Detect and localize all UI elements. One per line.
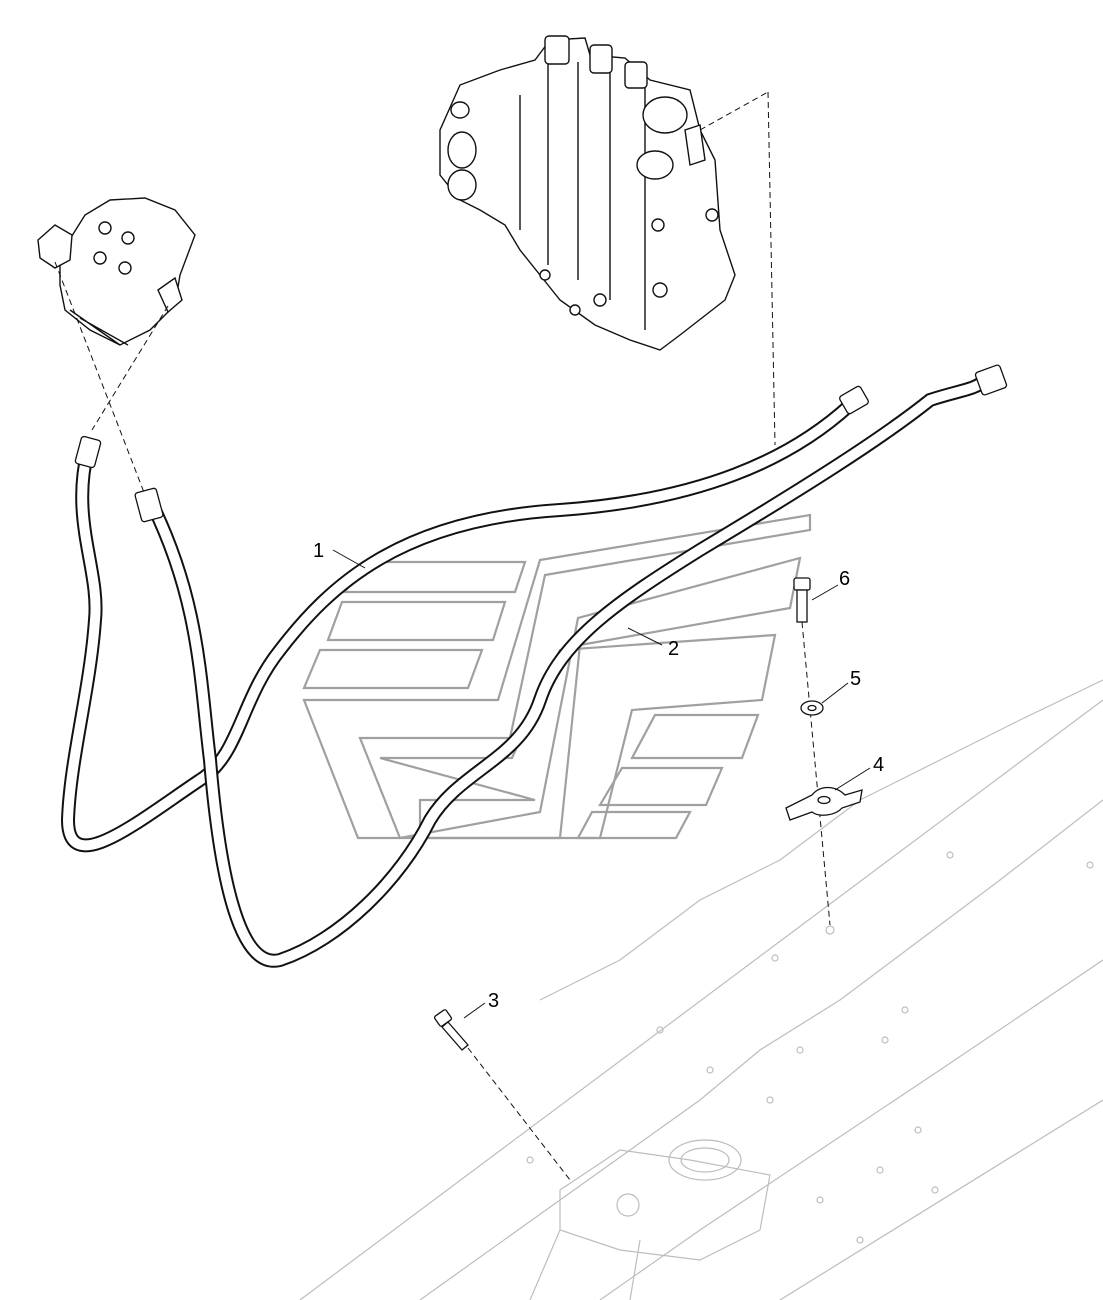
frame-icon bbox=[299, 679, 1103, 1300]
bolt-icon bbox=[433, 1009, 469, 1051]
clamp-icon bbox=[785, 786, 863, 821]
callout-leaders bbox=[332, 549, 871, 1019]
hose-fitting-icon bbox=[134, 364, 1008, 523]
callout-1: 1 bbox=[313, 540, 324, 562]
washer-icon bbox=[800, 700, 824, 716]
bolt-icon bbox=[793, 577, 811, 623]
control-valve-icon bbox=[439, 35, 736, 351]
leader-line bbox=[801, 621, 831, 926]
leader-line bbox=[699, 91, 769, 131]
hose-fitting-icon bbox=[74, 385, 869, 469]
leader-line bbox=[767, 91, 776, 446]
callout-5: 5 bbox=[850, 668, 861, 690]
hose-icon bbox=[143, 373, 992, 968]
leader-line bbox=[467, 1047, 571, 1181]
callout-2: 2 bbox=[668, 638, 679, 660]
leader-line bbox=[91, 305, 169, 431]
leader-line bbox=[54, 261, 146, 496]
callout-3: 3 bbox=[488, 990, 499, 1012]
steering-unit-icon bbox=[37, 197, 196, 346]
callout-4: 4 bbox=[873, 754, 884, 776]
callout-6: 6 bbox=[839, 568, 850, 590]
